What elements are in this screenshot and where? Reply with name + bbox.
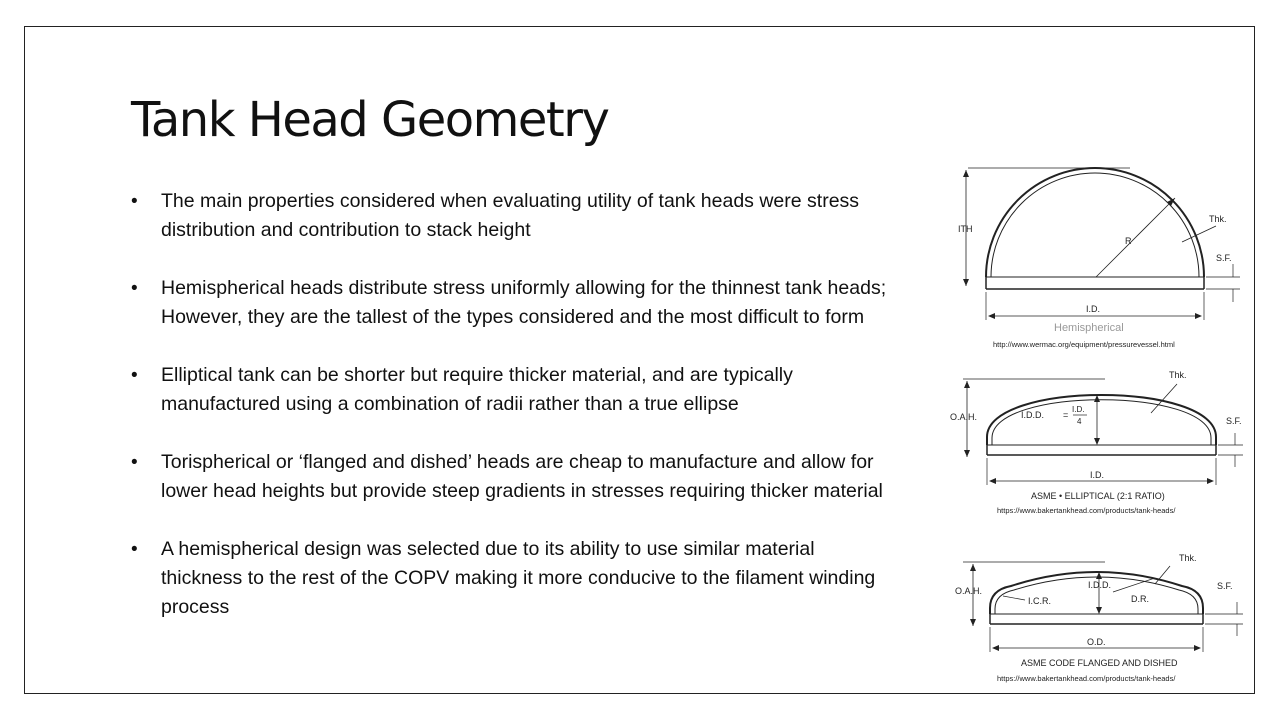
head-type-caption: ASME CODE FLANGED AND DISHED	[1021, 658, 1178, 668]
bullet-item: The main properties considered when eval…	[131, 187, 901, 245]
oah-label: O.A.H.	[955, 586, 982, 596]
thickness-label: Thk.	[1179, 553, 1197, 563]
bullet-item: Elliptical tank can be shorter but requi…	[131, 361, 901, 419]
thickness-label: Thk.	[1169, 370, 1187, 380]
slide-frame	[24, 26, 1255, 694]
hemispherical-source-caption: http://www.wermac.org/equipment/pressure…	[993, 340, 1175, 349]
dish-radius-label: D.R.	[1131, 594, 1149, 604]
flanged-dished-source-caption: https://www.bakertankhead.com/products/t…	[997, 674, 1176, 683]
inside-diameter-label: I.D.	[1086, 304, 1100, 314]
thickness-label: Thk.	[1209, 214, 1227, 224]
bullet-item: Hemispherical heads distribute stress un…	[131, 274, 901, 332]
idd-equals-label: =	[1063, 410, 1068, 420]
hemispherical-head-diagram: ITH R Thk. S.F. I.D. Hemispherical	[950, 160, 1250, 338]
elliptical-head-drawing: O.A.H. I.D.D. = I.D. 4 Thk. S.F. I.D. AS…	[950, 370, 1243, 501]
inside-diameter-label: I.D.	[1090, 470, 1104, 480]
idd-denominator-label: 4	[1077, 417, 1082, 426]
straight-flange-label: S.F.	[1216, 253, 1232, 263]
elliptical-head-diagram: O.A.H. I.D.D. = I.D. 4 Thk. S.F. I.D. AS…	[945, 365, 1250, 505]
icr-label: I.C.R.	[1028, 596, 1051, 606]
flanged-dished-head-drawing: O.A.H. I.C.R. I.D.D. D.R. Thk. S.F. O.D.…	[955, 553, 1243, 668]
ith-label: ITH	[958, 224, 973, 234]
idd-label: I.D.D.	[1088, 580, 1111, 590]
flanged-dished-head-diagram: O.A.H. I.C.R. I.D.D. D.R. Thk. S.F. O.D.…	[945, 548, 1250, 672]
elliptical-source-caption: https://www.bakertankhead.com/products/t…	[997, 506, 1176, 515]
radius-label: R	[1125, 236, 1132, 246]
straight-flange-label: S.F.	[1217, 581, 1233, 591]
outside-diameter-label: O.D.	[1087, 637, 1106, 647]
idd-numerator-label: I.D.	[1072, 405, 1084, 414]
idd-label: I.D.D.	[1021, 410, 1044, 420]
hemispherical-head-drawing: ITH R Thk. S.F. I.D. Hemispherical	[958, 167, 1240, 334]
bullet-list: The main properties considered when eval…	[131, 187, 901, 651]
slide-title: Tank Head Geometry	[131, 92, 610, 148]
bullet-item: A hemispherical design was selected due …	[131, 535, 901, 622]
head-type-caption: ASME • ELLIPTICAL (2:1 RATIO)	[1031, 491, 1165, 501]
bullet-item: Torispherical or ‘flanged and dished’ he…	[131, 448, 901, 506]
oah-label: O.A.H.	[950, 412, 977, 422]
straight-flange-label: S.F.	[1226, 416, 1242, 426]
head-type-caption: Hemispherical	[1054, 322, 1124, 334]
